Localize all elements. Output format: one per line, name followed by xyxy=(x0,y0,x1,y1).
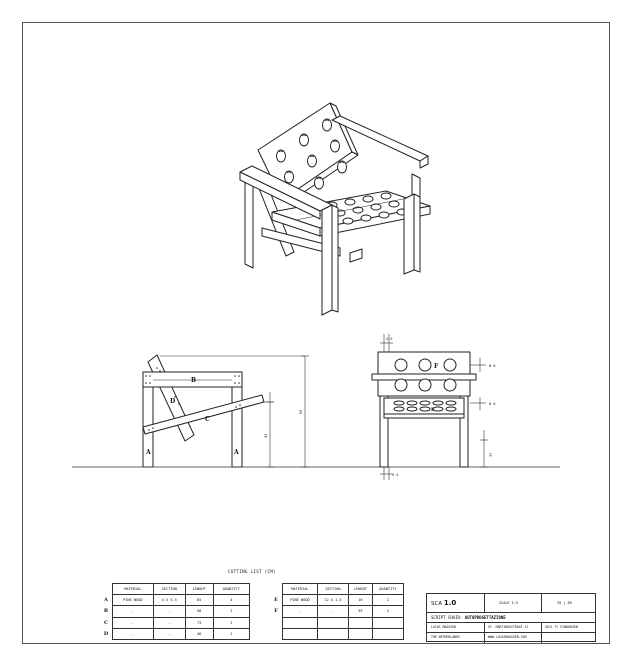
header-section: SECTION xyxy=(152,582,186,596)
isometric-chair-view xyxy=(239,102,431,316)
drawing-code: SCA 1.0 xyxy=(431,599,457,607)
drawing-scale: SCALE 1:5 xyxy=(499,601,518,605)
designer-name: LUCAS MAASSEN xyxy=(431,625,456,629)
header-material: MATERIAL xyxy=(282,582,318,596)
header-section: SECTION xyxy=(316,582,350,596)
part-label-f: F xyxy=(434,363,439,370)
sheet-number: 39 | 89 xyxy=(557,601,572,605)
designer-country: THE NETHERLANDS xyxy=(431,635,460,639)
part-label-a-right: A xyxy=(233,449,239,456)
table-row: E PINE WOOD 12 X 1.5 16 2 xyxy=(270,594,405,607)
header-material: MATERIAL xyxy=(112,582,154,596)
cutting-list-right: MATERIAL SECTION LENGHT QUANTITY E PINE … xyxy=(270,582,405,640)
designer-address: ST. MARTINUSSTRAAT 11 xyxy=(488,625,529,629)
dimension-hole-seat: Ø 6 xyxy=(489,401,496,406)
header-quantity: QUANTITY xyxy=(371,582,405,596)
title-block: SCA 1.0 SCALE 1:5 39 | 89 SCRIPT CHAIR: … xyxy=(426,593,596,643)
drawing-name: SCRIPT CHAIR: AUTOPROGETTAZIONE xyxy=(431,615,506,620)
part-label-d: D xyxy=(170,398,175,405)
part-label-a-left: A xyxy=(145,449,151,456)
header-length: LENGHT xyxy=(184,582,214,596)
table-row xyxy=(270,627,405,640)
table-row: F - - 55 2 xyxy=(270,605,405,618)
dimension-leg: 37 xyxy=(489,453,493,457)
cutting-list-left: MATERIAL SECTION LENGHT QUANTITY A PINE … xyxy=(100,582,251,640)
cutting-list-caption: CUTTING LIST (CM) xyxy=(228,569,276,574)
table-row: B - - 58 2 xyxy=(100,605,251,618)
part-label-c: C xyxy=(205,416,210,423)
designer-website: WWW.LUCASMAASSEN.COM xyxy=(488,635,527,639)
dimension-bottom-offset: 4.5 xyxy=(392,473,399,477)
table-row: D - - 46 2 xyxy=(100,627,251,640)
table-row: C - - 73 2 xyxy=(100,616,251,629)
dimension-seat-height: 41 xyxy=(264,434,268,438)
dimension-height: 65 xyxy=(299,410,303,414)
header-quantity: QUANTITY xyxy=(212,582,251,596)
table-row xyxy=(270,616,405,629)
side-elevation-view xyxy=(371,334,488,480)
header-length: LENGHT xyxy=(348,582,373,596)
part-label-b: B xyxy=(191,377,196,384)
dimension-top-offset: 4.5 xyxy=(386,337,393,341)
front-elevation-view xyxy=(142,354,309,468)
part-label-e: E xyxy=(431,407,435,413)
dimension-hole-top: Ø 6 xyxy=(489,363,496,368)
designer-postcode: 5611 TC EINDHOVEN xyxy=(545,625,578,629)
table-row: A PINE WOOD 4 X 5.5 65 4 xyxy=(100,594,251,607)
